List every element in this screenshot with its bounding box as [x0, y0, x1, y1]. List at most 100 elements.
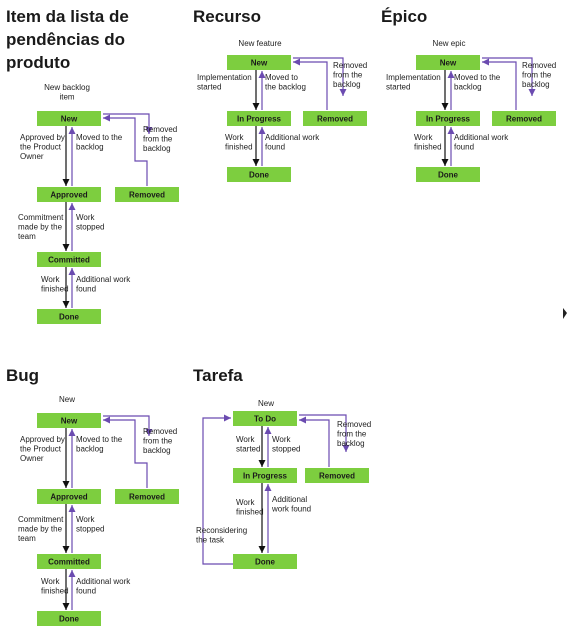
transition-label: New backlog: [44, 83, 90, 92]
state-new: [37, 111, 101, 126]
transition-label: Work: [414, 133, 434, 142]
state-label: Removed: [319, 472, 355, 481]
transition-label: Additional work: [76, 577, 131, 586]
backward-arrow: [103, 114, 148, 186]
state-label: Removed: [506, 115, 542, 124]
transition-label: the backlog: [265, 83, 306, 92]
transition-label: New feature: [238, 39, 282, 48]
transition-label: Removed: [333, 61, 367, 70]
state-in-progress: [227, 111, 291, 126]
state-label: In Progress: [426, 115, 471, 124]
transition-label: Removed: [522, 61, 556, 70]
transition-label: from the: [143, 135, 173, 144]
transition-label: Removed: [143, 427, 177, 436]
diagram-title: Item da lista de: [6, 7, 129, 26]
state-label: New: [61, 115, 78, 124]
transition-label: team: [18, 232, 36, 241]
state-label: Removed: [317, 115, 353, 124]
transition-label: found: [454, 143, 474, 152]
state-label: Done: [59, 615, 80, 624]
transition-label: started: [386, 83, 410, 92]
transition-label: Work: [225, 133, 245, 142]
transition-label: Owner: [20, 454, 44, 463]
state-label: Approved: [50, 493, 87, 502]
transition-label: from the: [333, 71, 363, 80]
transition-label: found: [265, 143, 285, 152]
transition-label: started: [236, 445, 260, 454]
transition-label: backlog: [143, 144, 171, 153]
state-new: [416, 55, 480, 70]
transition-label: backlog: [333, 80, 361, 89]
transition-label: Work: [236, 435, 256, 444]
transition-label: found: [76, 285, 96, 294]
backward-arrow: [103, 415, 153, 436]
transition-label: stopped: [76, 223, 104, 232]
state-label: Removed: [129, 191, 165, 200]
transition-label: work found: [271, 505, 311, 514]
transition-label: made by the: [18, 223, 63, 232]
transition-label: Additional: [272, 495, 307, 504]
transition-label: team: [18, 534, 36, 543]
transition-label: from the: [337, 430, 367, 439]
state-label: In Progress: [243, 472, 288, 481]
transition-label: backlog: [454, 83, 482, 92]
state-todo: [233, 411, 297, 426]
transition-label: finished: [41, 587, 69, 596]
state-label: Removed: [129, 493, 165, 502]
state-label: Done: [255, 558, 276, 567]
transition-label: Moved to: [265, 73, 298, 82]
diagram-title: pendências do: [6, 30, 125, 49]
transition-label: stopped: [272, 445, 300, 454]
transition-label: Work: [76, 515, 96, 524]
diagram-title: Épico: [381, 7, 427, 26]
state-done: [233, 554, 297, 569]
state-removed: [115, 187, 179, 202]
transition-label: finished: [41, 285, 69, 294]
backward-arrow: [293, 57, 347, 96]
transition-label: Moved to the: [76, 435, 123, 444]
transition-label: finished: [225, 143, 253, 152]
transition-label: from the: [522, 71, 552, 80]
diagram-title: produto: [6, 53, 70, 72]
backward-arrow: [299, 414, 350, 452]
transition-label: Additional work: [454, 133, 509, 142]
state-label: Committed: [48, 558, 90, 567]
state-committed: [37, 554, 101, 569]
state-label: New: [61, 417, 78, 426]
state-in-progress: [416, 111, 480, 126]
transition-label: the Product: [20, 143, 62, 152]
state-committed: [37, 252, 101, 267]
transition-label: the Product: [20, 445, 62, 454]
state-done: [37, 309, 101, 324]
transition-label: the task: [196, 536, 225, 545]
state-removed: [115, 489, 179, 504]
state-done: [37, 611, 101, 626]
transition-label: Work: [236, 498, 256, 507]
state-approved: [37, 187, 101, 202]
transition-label: New: [258, 399, 274, 408]
state-label: Done: [438, 171, 459, 180]
backward-arrow: [299, 416, 330, 467]
transition-label: from the: [143, 437, 173, 446]
transition-label: stopped: [76, 525, 104, 534]
transition-label: Additional work: [265, 133, 320, 142]
transition-label: backlog: [76, 143, 104, 152]
diagram-title: Bug: [6, 366, 39, 385]
transition-label: Commitment: [18, 213, 64, 222]
backward-arrow: [293, 58, 328, 110]
transition-label: backlog: [143, 446, 171, 455]
state-approved: [37, 489, 101, 504]
transition-label: Work: [76, 213, 96, 222]
transition-label: made by the: [18, 525, 63, 534]
transition-label: item: [59, 93, 74, 102]
backward-arrow: [103, 416, 148, 488]
transition-label: Approved by: [20, 133, 65, 142]
transition-label: New epic: [433, 39, 466, 48]
transition-label: Removed: [143, 125, 177, 134]
transition-label: Approved by: [20, 435, 65, 444]
state-label: In Progress: [237, 115, 282, 124]
transition-label: Work: [272, 435, 292, 444]
backward-arrow: [482, 58, 517, 110]
diagram-title: Recurso: [193, 7, 261, 26]
state-done: [227, 167, 291, 182]
